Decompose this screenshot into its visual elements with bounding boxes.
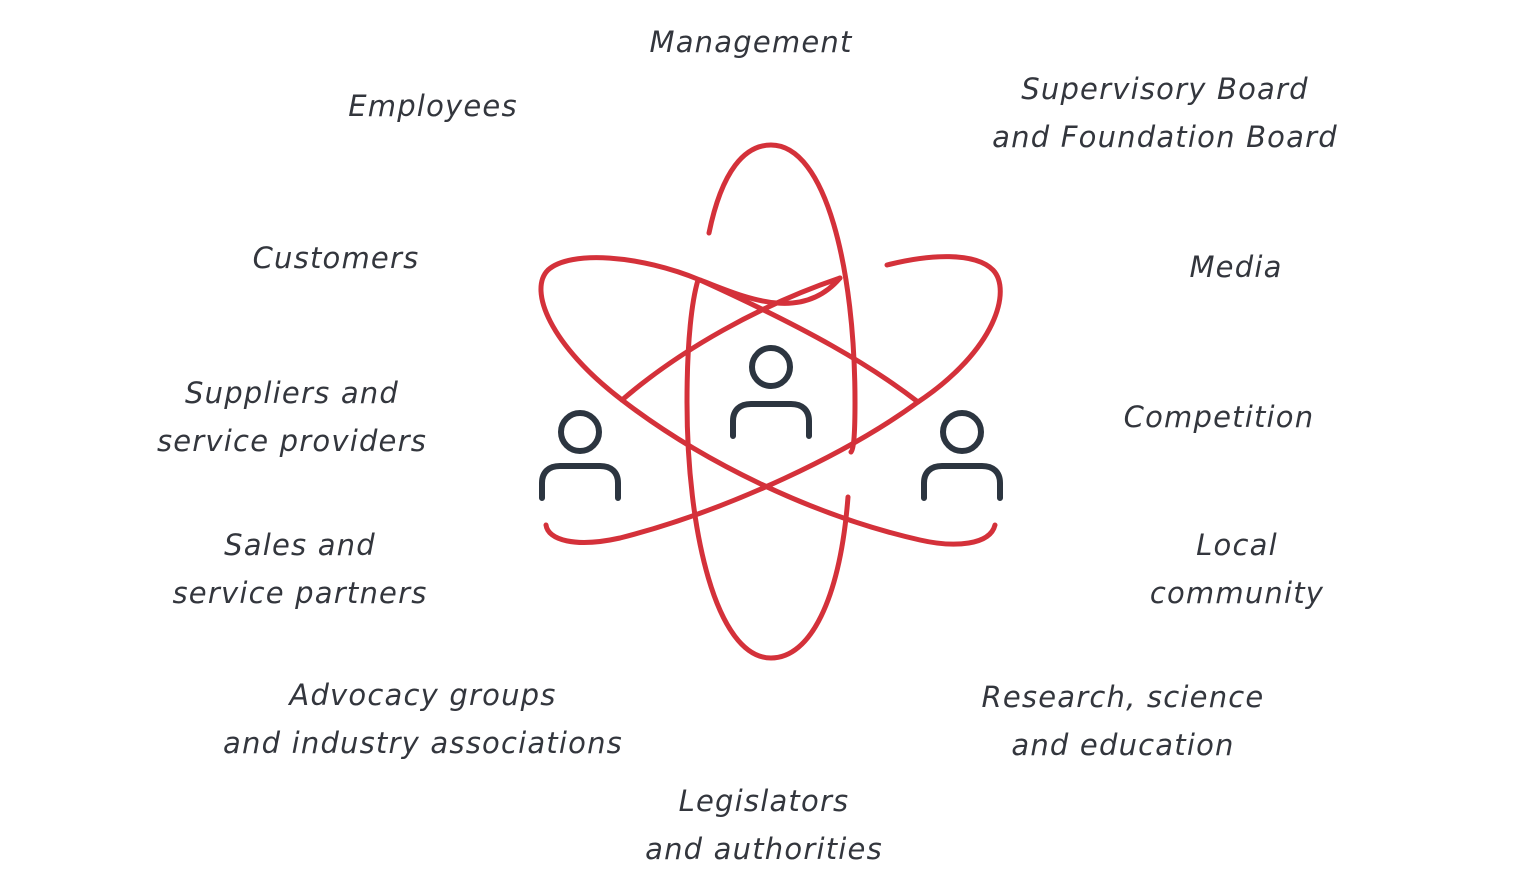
label-line: service providers [156, 424, 428, 458]
label-employees: Employees [348, 82, 518, 130]
label-local-community: Local community [1150, 521, 1324, 617]
label-customers: Customers [253, 234, 420, 282]
orbit-crossing [619, 275, 843, 403]
label-line: Competition [1123, 400, 1315, 434]
label-suppliers: Suppliers and service providers [157, 369, 427, 465]
person-icons [539, 345, 1003, 501]
vertical-orbit-lower [684, 277, 851, 661]
label-line: Suppliers and [185, 376, 399, 410]
label-line: Advocacy groups [289, 678, 557, 712]
label-line: Customers [252, 241, 420, 275]
label-line: Local [1196, 528, 1278, 562]
orbit-crossing-2 [697, 277, 921, 405]
label-research: Research, science and education [982, 673, 1265, 769]
label-line: Employees [348, 89, 518, 123]
person-icon [921, 410, 1003, 501]
label-line: Media [1189, 250, 1283, 284]
label-sales-partners: Sales and service partners [172, 521, 427, 617]
label-advocacy-groups: Advocacy groups and industry association… [223, 671, 623, 767]
atom-orbit-icon [538, 142, 1003, 661]
person-icon [539, 410, 621, 501]
label-line: and education [1011, 728, 1235, 762]
label-line: community [1149, 576, 1325, 610]
label-line: Research, science [981, 680, 1265, 714]
label-media: Media [1189, 243, 1282, 291]
label-line: and authorities [645, 832, 883, 866]
vertical-orbit [706, 142, 858, 455]
label-line: Sales and [224, 528, 376, 562]
tilted-orbit-b [538, 255, 998, 547]
label-line: and Foundation Board [992, 120, 1338, 154]
label-line: Supervisory Board [1021, 72, 1309, 106]
label-line: service partners [172, 576, 428, 610]
label-competition: Competition [1124, 393, 1315, 441]
label-supervisory-board: Supervisory Board and Foundation Board [992, 65, 1338, 161]
label-line: Management [649, 25, 853, 59]
label-legislators: Legislators and authorities [645, 777, 883, 873]
label-line: Legislators [678, 784, 850, 818]
label-line: and industry associations [223, 726, 623, 760]
label-management: Management [649, 18, 852, 66]
tilted-orbit-a [543, 254, 1003, 545]
person-icon [730, 345, 812, 439]
